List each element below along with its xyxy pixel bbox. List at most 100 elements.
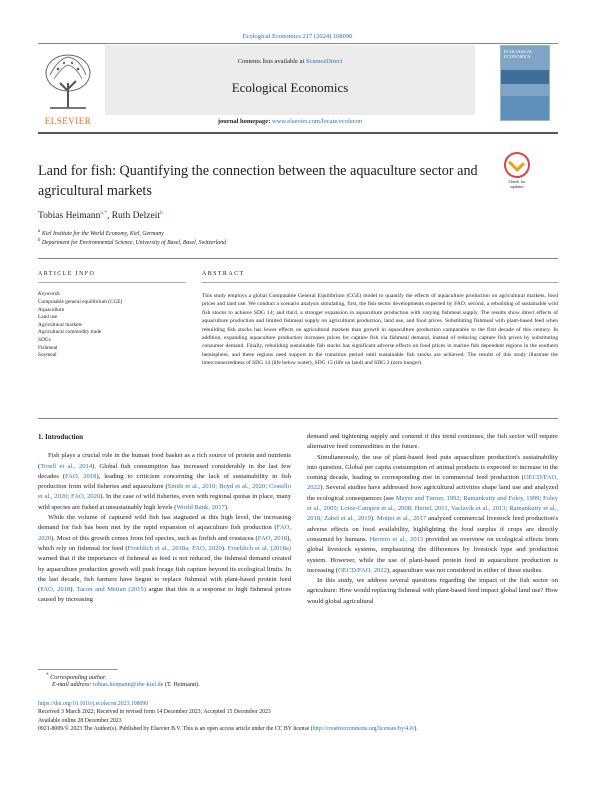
citation-link[interactable]: Herrero et al., 2013 [369, 535, 424, 543]
citation-link[interactable]: Meyer and Turner, 1992; Ramankutty and F… [307, 494, 558, 523]
citation-link[interactable]: OECD/FAO, 2022 [307, 474, 558, 492]
author-name[interactable]: Tobias Heimann [38, 211, 101, 222]
left-paragraphs: Fish plays a crucial role in the human f… [38, 451, 291, 605]
author-list: Tobias Heimanna,*, Ruth Delzeitb [38, 210, 163, 221]
citation-link[interactable]: Froehlich et al. (2018a) [227, 544, 292, 552]
affiliation-rule [38, 258, 558, 259]
keyword-item: Land use [38, 314, 58, 321]
paragraph-text: ). [224, 503, 229, 511]
email-link[interactable]: tobias.heimann@ifw-kiel.de [93, 681, 164, 688]
journal-name: Ecological Economics [231, 80, 349, 95]
footnote-text: Corresponding author. [50, 674, 107, 682]
body-column-right: demand and tightening supply and contend… [307, 432, 558, 607]
license-suffix: ). [414, 726, 418, 733]
citation-link[interactable]: World Bank, 2017 [176, 503, 225, 511]
homepage-link[interactable]: www.elsevier.com/locate/ecolecon [271, 118, 363, 125]
citation-link[interactable]: FAO, 2018 [64, 472, 97, 480]
paragraph: In this study, we address several questi… [307, 576, 558, 607]
paragraph-text: ), aquaculture was not considered in eit… [386, 566, 543, 574]
affiliation-mark: a [38, 229, 41, 234]
corresponding-author-note: * Corresponding author. [46, 672, 106, 681]
keyword-item: SDGs [38, 336, 51, 343]
elsevier-wordmark: ELSEVIER [44, 116, 92, 126]
cover-band-lower [501, 96, 549, 120]
citation-link[interactable]: FAO, 2018 [40, 586, 71, 594]
footnote-mark: * [46, 672, 49, 678]
citation-link[interactable]: FAO, 2020 [38, 524, 291, 542]
footnote-rule [38, 669, 118, 670]
contents-prefix: Contents lists available at [237, 58, 306, 65]
paragraph-text: ), which rely on fishmeal for feed ( [38, 534, 291, 552]
paragraph-text: ). [370, 515, 377, 523]
paragraph-text: demand and tightening supply and contend… [307, 433, 558, 451]
license-text: 0921-8009/© 2023 The Author(s). Publishe… [38, 726, 313, 733]
citation-link[interactable]: FAO, 2018 [257, 534, 288, 542]
cover-title: ECOLOGICAL ECONOMICS [504, 49, 533, 59]
check-for-updates-button[interactable]: Check for updates [503, 152, 531, 189]
paragraph-text: analyzed commercial livestock feed produ… [307, 515, 559, 543]
keyword-item: Agricultural commodity trade [38, 329, 102, 336]
keyword-item: Fishmeal [38, 344, 58, 351]
paragraph-text: ). [221, 544, 228, 552]
journal-cover-thumbnail: ECOLOGICAL ECONOMICS [500, 45, 550, 121]
paragraph-text: While the volume of captured wild fish h… [38, 514, 291, 532]
paragraph-text: In this study, we address several questi… [307, 577, 558, 605]
paragraph: While the volume of captured wild fish h… [38, 513, 291, 606]
contents-line: Contents lists available at ScienceDirec… [105, 58, 475, 65]
abstract-heading: ABSTRACT [202, 271, 245, 277]
affiliation-text: Kiel Institute for the World Economy, Ki… [41, 230, 164, 237]
article-title: Land for fish: Quantifying the connectio… [38, 163, 478, 199]
article-info-rule [38, 282, 186, 283]
paragraph: demand and tightening supply and contend… [307, 432, 558, 453]
paragraph: Fish plays a crucial role in the human f… [38, 451, 291, 513]
citation-link[interactable]: Troell et al., 2014 [40, 462, 93, 470]
abstract-rule [202, 282, 558, 283]
affiliation-text: Department for Environmental Science, Un… [41, 239, 226, 246]
check-updates-icon [504, 152, 530, 178]
license-link[interactable]: http://creativecommons.org/licenses/by/4… [312, 726, 415, 733]
keyword-list: Computable general equilibrium (CGE)Aqua… [38, 299, 122, 360]
author-affil-mark[interactable]: a,* [100, 210, 107, 216]
affiliation-mark: b [38, 238, 41, 243]
paragraph-text: ). Several studies have addressed how ag… [307, 484, 558, 502]
paragraph-text: provided an overview on ecological effec… [307, 535, 558, 574]
keyword-item: Agricultural markets [38, 321, 82, 328]
sciencedirect-link[interactable]: ScienceDirect [305, 58, 343, 65]
keywords-heading: Keywords [38, 291, 60, 297]
citation-link[interactable]: Froehlich et al., 2018a; FAO, 2020 [127, 544, 222, 552]
author-affil-mark[interactable]: b [160, 210, 163, 216]
paragraph-text: warned that if the importance of fishmea… [38, 555, 291, 594]
paragraph-text: ). [70, 586, 77, 594]
email-note: E-mail address: tobias.heimann@ifw-kiel.… [52, 681, 200, 688]
keyword-item: Computable general equilibrium (CGE) [38, 299, 123, 305]
paragraph-text: ). In the case of wild fisheries, even w… [38, 493, 291, 511]
journal-header-box [105, 45, 475, 115]
citation-link[interactable]: Mottet et al., 2017 [376, 515, 427, 523]
author-separator: , [106, 211, 112, 222]
abstract-text: This study employs a global Computable G… [202, 293, 558, 367]
email-label: E-mail address: [52, 681, 94, 688]
paragraph-text: ). Most of this growth comes from fed sp… [51, 534, 258, 542]
online-date: Available online 28 December 2023 [38, 717, 122, 724]
cover-band [501, 70, 549, 84]
header-rule [38, 132, 558, 134]
homepage-prefix: journal homepage: [217, 118, 272, 125]
homepage-line: journal homepage: www.elsevier.com/locat… [105, 118, 475, 125]
right-paragraphs: demand and tightening supply and contend… [307, 432, 558, 607]
affiliation-b: b Department for Environmental Science, … [38, 238, 226, 246]
paragraph-text: Simultaneously, the use of plant-based f… [307, 453, 558, 482]
journal-reference[interactable]: Ecological Economics 217 (2024) 108090 [242, 33, 353, 40]
body-column-left: 1. Introduction Fish plays a crucial rol… [38, 432, 291, 606]
elsevier-tree-logo [38, 45, 98, 113]
history-dates: Received 3 March 2022; Received in revis… [38, 709, 271, 716]
keyword-item: Aquaculture [38, 306, 65, 313]
top-rule [38, 43, 558, 44]
doi-link[interactable]: https://doi.org/10.1016/j.ecolecon.2023.… [38, 701, 149, 707]
email-suffix: (T. Heimann). [163, 681, 200, 688]
author-name[interactable]: Ruth Delzeit [111, 211, 160, 222]
citation-link[interactable]: Tacon and Metian (2015) [76, 586, 146, 594]
check-updates-label: Check for updates [508, 179, 526, 189]
citation-link[interactable]: OECD/FAO, 2022 [337, 566, 387, 574]
citation-link[interactable]: Smith et al., 2010; Boyd et al., 2020; C… [38, 483, 291, 501]
paragraph-text: Fish plays a crucial role in the human f… [38, 452, 291, 470]
